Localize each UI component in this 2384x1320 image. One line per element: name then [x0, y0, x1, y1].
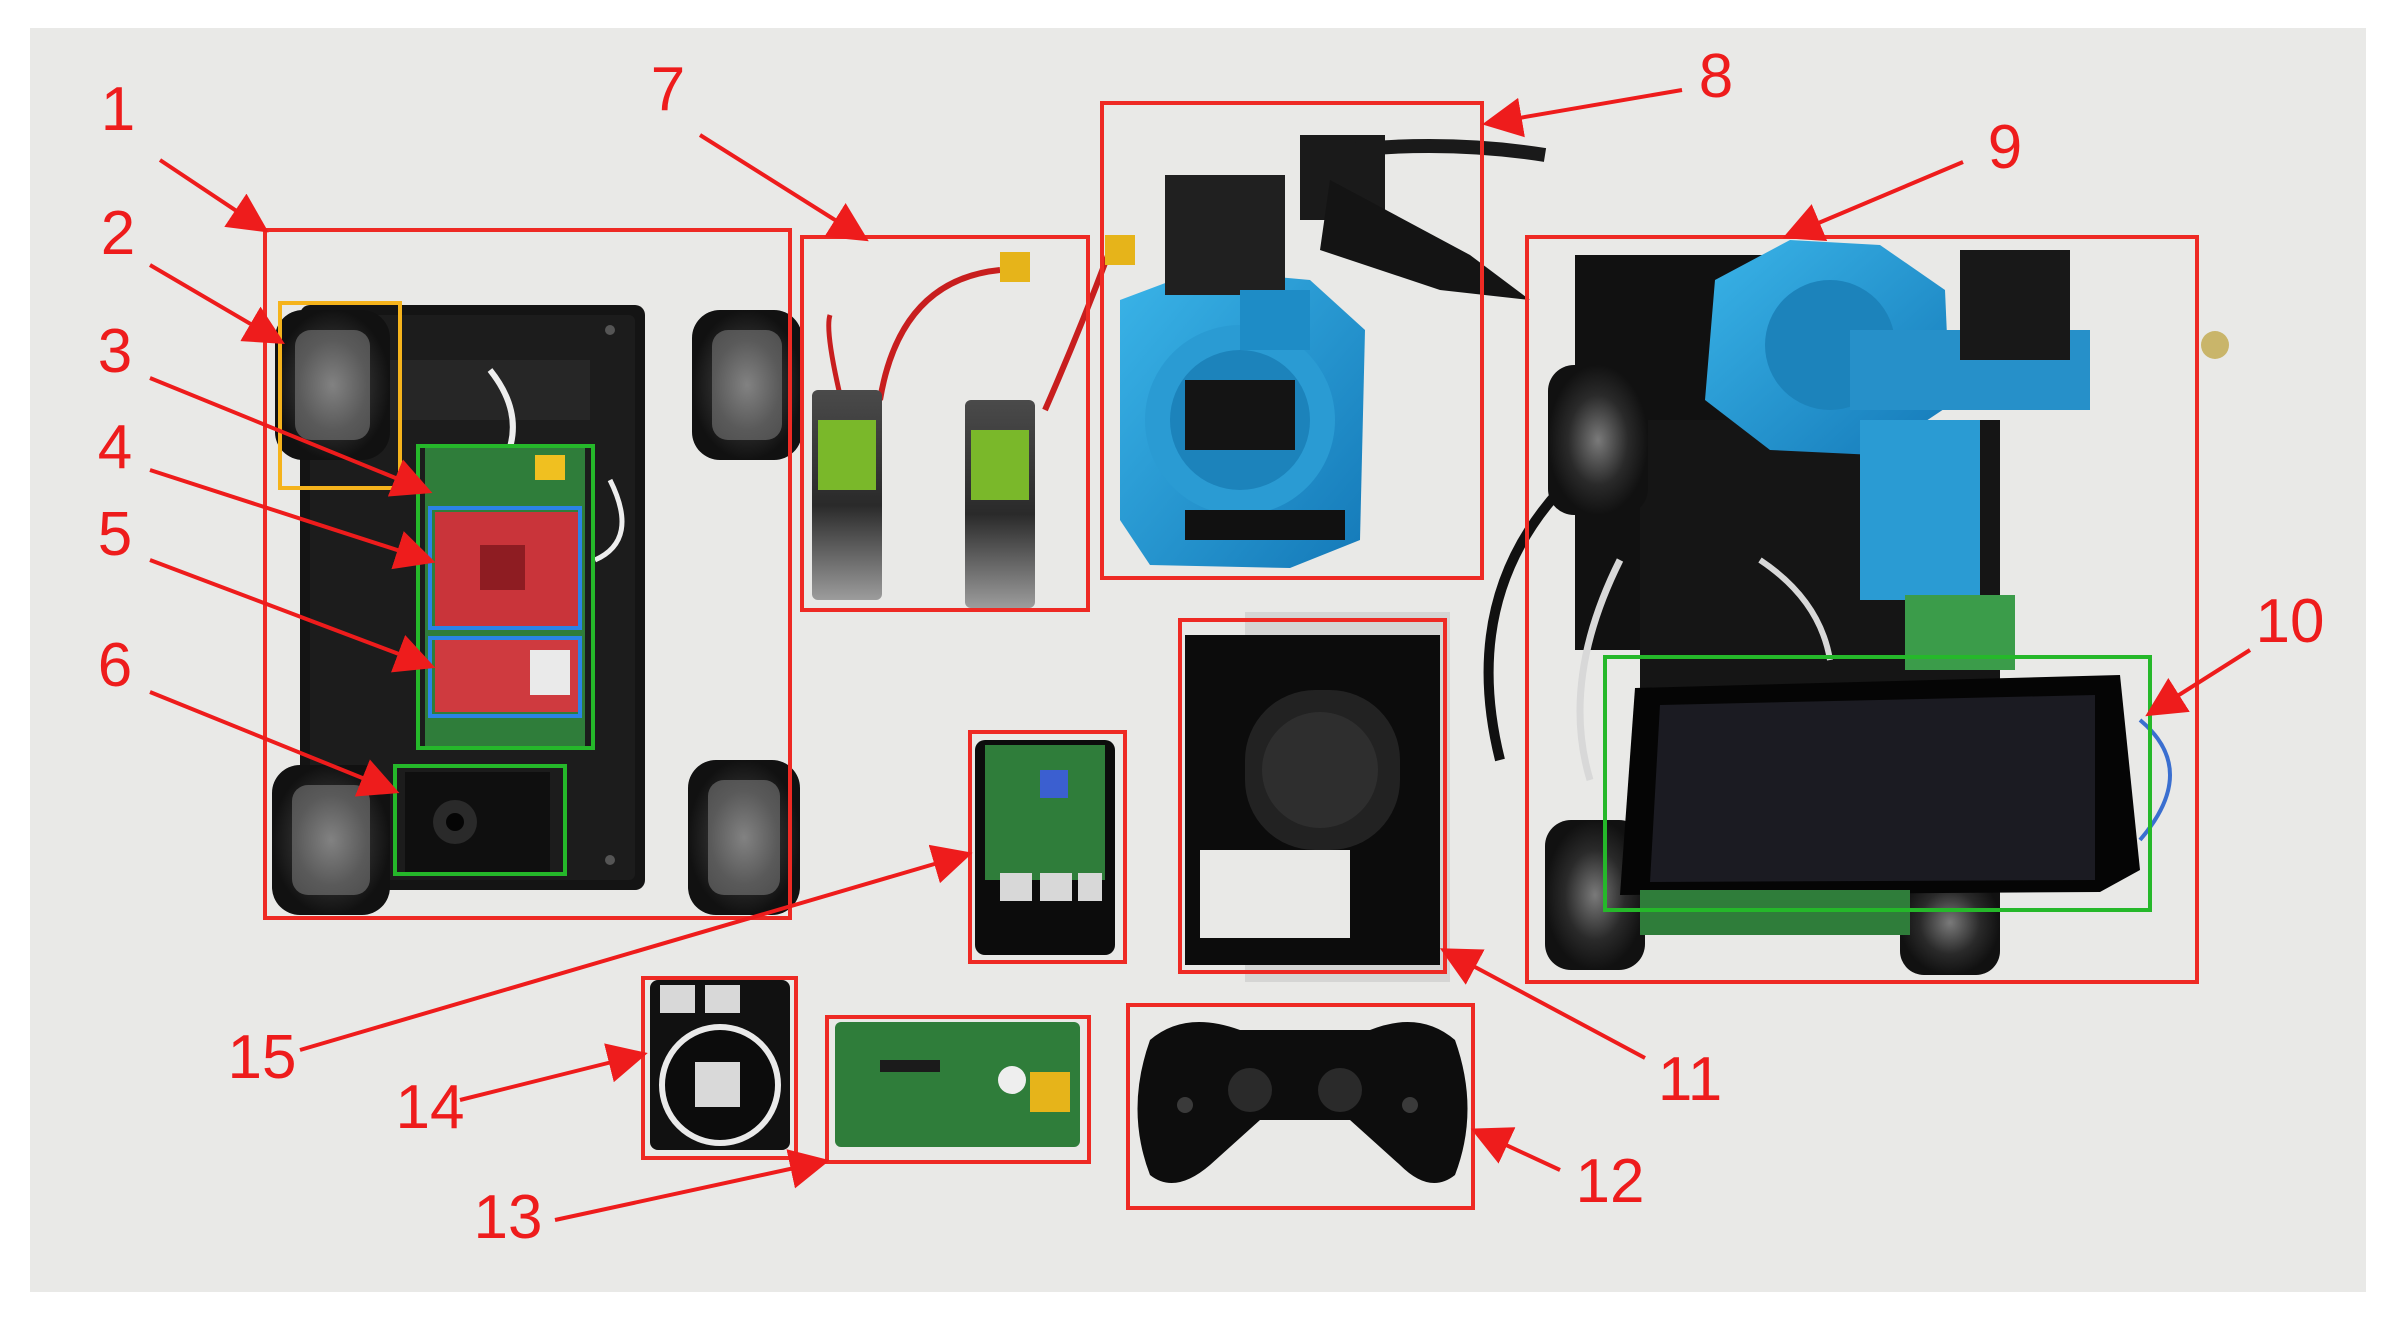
callout-2: 2 [100, 199, 136, 268]
robotic-arm [1120, 135, 1547, 568]
touch-screen [1620, 675, 2172, 895]
arrow-15 [299, 844, 973, 1052]
arrow-9 [1782, 160, 1964, 241]
callout-9: 9 [1987, 113, 2023, 182]
callout-11: 11 [1657, 1045, 1723, 1114]
arrow-3 [149, 376, 433, 497]
arrow-10 [2145, 648, 2252, 717]
box-13 [825, 1015, 1091, 1164]
arrow-6 [149, 690, 400, 797]
mecanum-wheel [688, 760, 800, 915]
box-8 [1100, 101, 1484, 580]
box-7 [800, 235, 1090, 612]
annotation-boxes [263, 101, 2199, 1210]
wireless-gamepad [1137, 1022, 1468, 1183]
box-9 [1525, 235, 2199, 984]
arrow-7 [698, 133, 869, 242]
callout-3: 3 [97, 317, 133, 386]
arrow-14 [459, 1043, 648, 1102]
mic-array [650, 980, 790, 1150]
box-6 [393, 764, 567, 876]
mecanum-wheel [692, 310, 802, 460]
arrow-1 [158, 158, 269, 233]
box-1 [263, 228, 792, 920]
raspberry-pi [975, 740, 1115, 955]
callout-8: 8 [1698, 42, 1734, 111]
callout-6: 6 [97, 631, 133, 700]
arrow-11 [1439, 948, 1646, 1060]
callout-arrows [148, 88, 2252, 1222]
expansion-pcb [835, 1022, 1080, 1147]
mecanum-wheel [275, 310, 390, 460]
camera-module [405, 772, 550, 872]
lipo-batteries [812, 235, 1135, 608]
box-5 [428, 636, 582, 718]
assembled-robot [1483, 240, 2229, 975]
callout-15: 15 [227, 1023, 297, 1092]
callout-5: 5 [97, 500, 133, 569]
arrow-8 [1482, 88, 1683, 138]
box-11 [1178, 618, 1447, 974]
mecanum-wheel [1545, 820, 1645, 970]
mecanum-wheel [1900, 870, 2000, 975]
arrow-4 [149, 468, 436, 570]
mecanum-wheel [1548, 365, 1648, 515]
arrow-2 [148, 263, 285, 345]
lidar-mount [1185, 612, 1450, 982]
callout-4: 4 [97, 413, 133, 482]
arrow-12 [1470, 1127, 1561, 1172]
arrow-13 [554, 1149, 830, 1222]
box-12 [1126, 1003, 1475, 1210]
callout-14: 14 [395, 1073, 465, 1142]
callout-10: 10 [2255, 587, 2325, 656]
arrow-5 [149, 558, 436, 673]
box-2 [278, 301, 402, 490]
box-3 [416, 444, 595, 750]
callout-12: 12 [1575, 1147, 1645, 1216]
callout-1: 1 [100, 75, 136, 144]
callout-13: 13 [473, 1183, 543, 1252]
callout-7: 7 [650, 55, 686, 124]
mecanum-chassis [272, 305, 802, 915]
mecanum-wheel [272, 765, 390, 915]
box-10 [1603, 655, 2152, 912]
